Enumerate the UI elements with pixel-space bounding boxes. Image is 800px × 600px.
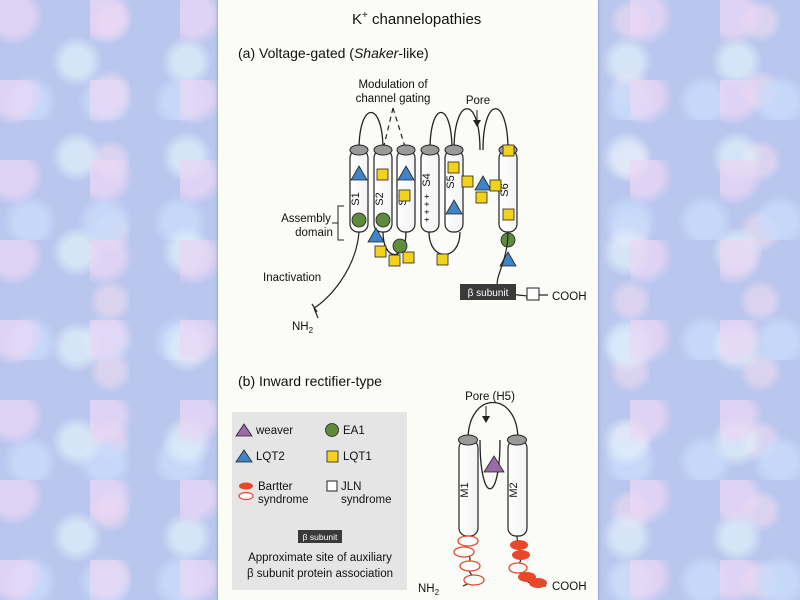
- legend-background: [232, 412, 407, 590]
- lqt1-marker: [502, 144, 515, 157]
- pore-label-a: Pore: [466, 95, 490, 107]
- bartter-swatch-open: [238, 491, 254, 501]
- helix-s1: S1: [349, 144, 369, 233]
- diagram-svg: K+ channelopathies (a) Voltage-gated (Sh…: [232, 10, 587, 597]
- legend-beta-subunit-label: β subunit: [303, 532, 338, 542]
- legend-bartter-line1: Bartter: [258, 481, 293, 493]
- lqt2-marker: [350, 165, 368, 181]
- n-terminus-chain-b: [453, 535, 485, 587]
- ea1-marker: [392, 238, 408, 254]
- segment-label-m1: M1: [459, 482, 471, 497]
- legend-weaver-label: weaver: [255, 425, 293, 437]
- n-terminus-chain-a: [311, 231, 360, 319]
- legend-lqt1-label: LQT1: [343, 451, 372, 463]
- assembly-bracket: [332, 205, 344, 241]
- modulation-dashed-lines: [382, 107, 407, 151]
- pore-arrow-b: [482, 406, 490, 423]
- ea1-swatch: [325, 423, 339, 437]
- lqt1-marker: [398, 189, 411, 202]
- s4-charges: + + + +: [422, 194, 432, 223]
- segment-label-s2: S2: [374, 192, 386, 205]
- bartter-swatch-filled: [239, 482, 253, 490]
- lqt1-marker: [402, 251, 415, 264]
- lqt1-marker: [447, 161, 460, 174]
- beta-subunit-label-a: β subunit: [468, 288, 509, 299]
- mutation-markers-a: [350, 144, 517, 267]
- helix-s5: S5: [444, 144, 464, 233]
- lqt2-marker: [367, 227, 385, 243]
- legend-lqt2-label: LQT2: [256, 451, 285, 463]
- modulation-label-line1: Modulation of: [358, 79, 428, 91]
- modulation-label-line2: channel gating: [356, 93, 431, 105]
- segment-label-s6: S6: [499, 183, 511, 196]
- lqt2-marker: [397, 165, 415, 181]
- lqt1-marker: [489, 179, 502, 192]
- legend-jln-line1: JLN: [341, 481, 361, 493]
- helix-s4: S4 + + + +: [420, 144, 440, 233]
- jln-marker: [526, 287, 540, 301]
- legend-ea1-label: EA1: [343, 425, 365, 437]
- segment-label-s1: S1: [350, 192, 362, 205]
- nh2-label-a: NH2: [292, 321, 314, 335]
- cooh-label-a: COOH: [552, 291, 587, 303]
- jln-swatch: [326, 480, 338, 492]
- legend-bartter-line2: syndrome: [258, 494, 309, 506]
- lqt1-swatch: [326, 450, 339, 463]
- segment-label-m2: M2: [508, 482, 520, 497]
- lqt1-marker: [475, 191, 488, 204]
- figure-title: K+ channelopathies: [352, 10, 481, 28]
- figure-panel: K+ channelopathies (a) Voltage-gated (Sh…: [218, 0, 598, 600]
- weaver-swatch: [235, 423, 253, 437]
- lqt2-marker: [474, 175, 492, 191]
- beta-subunit-swatch: [298, 530, 342, 543]
- panel-b-heading: (b) Inward rectifier-type: [238, 373, 382, 389]
- lqt1-marker: [376, 168, 389, 181]
- helix-s3: S3: [396, 144, 416, 233]
- beta-subunit-box-a: [460, 284, 516, 300]
- lqt1-marker: [374, 245, 387, 258]
- panel-a-heading: (a) Voltage-gated (Shaker-like): [238, 45, 429, 61]
- c-terminus-chain-b: [508, 535, 547, 588]
- nh2-label-b: NH2: [418, 583, 440, 597]
- legend: weaver EA1 LQT2 LQT1 Bartter syndrome JL…: [232, 412, 407, 590]
- cooh-label-b: COOH: [552, 581, 587, 593]
- segment-label-s5: S5: [445, 175, 457, 188]
- assembly-label-line1: Assembly: [281, 213, 331, 225]
- lqt1-marker: [461, 175, 474, 188]
- pore-label-b: Pore (H5): [465, 391, 515, 403]
- legend-jln-line2: syndrome: [341, 494, 392, 506]
- legend-caption-line1: Approximate site of auxiliary: [248, 552, 392, 564]
- inactivation-label: Inactivation: [263, 272, 321, 284]
- weaver-marker: [483, 455, 505, 473]
- lqt2-marker: [445, 199, 463, 215]
- legend-caption-line2: β subunit protein association: [247, 568, 393, 580]
- lqt1-marker: [502, 208, 515, 221]
- lqt1-marker: [388, 254, 401, 267]
- helix-m1: M1: [458, 434, 479, 537]
- ea1-marker: [351, 212, 367, 228]
- lqt2-swatch: [235, 449, 253, 463]
- lqt1-marker: [436, 253, 449, 266]
- segment-label-s4: S4: [421, 173, 433, 186]
- helix-m2: M2: [507, 434, 528, 537]
- assembly-label-line2: domain: [295, 227, 333, 239]
- ea1-marker: [375, 212, 391, 228]
